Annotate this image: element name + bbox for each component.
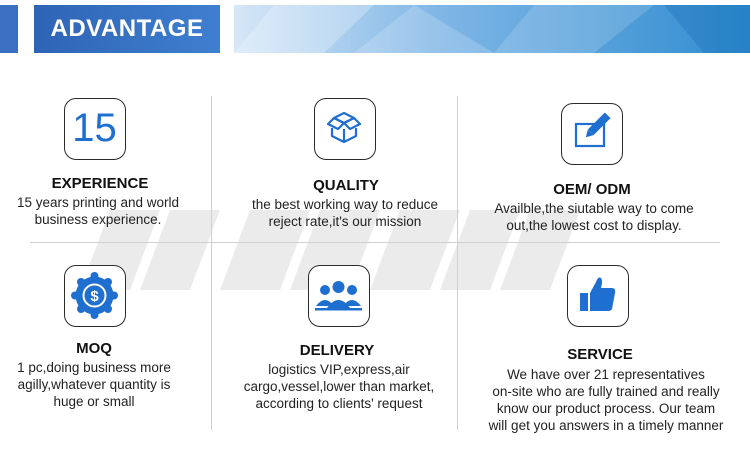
- banner-title-box: ADVANTAGE: [34, 5, 220, 53]
- oem-odm-title: OEM/ ODM: [553, 181, 631, 198]
- delivery-icon-box: [308, 265, 370, 327]
- service-icon-box: [567, 265, 629, 327]
- experience-title: EXPERIENCE: [51, 175, 149, 192]
- dollar-badge-icon: $: [71, 272, 118, 319]
- banner-left-accent: [0, 5, 18, 53]
- team-icon: [315, 281, 362, 311]
- oem-odm-description: Availble,the siutable way to come out,th…: [494, 201, 694, 233]
- experience-icon-box: 15: [64, 98, 126, 160]
- pencil-icon: [574, 112, 611, 148]
- moq-title: MOQ: [76, 340, 112, 357]
- delivery-title: DELIVERY: [299, 342, 375, 359]
- number-15-icon: 15: [72, 106, 117, 150]
- quality-icon-box: [314, 98, 376, 160]
- oem-icon-box: [561, 103, 623, 165]
- delivery-description: logistics VIP,express,air cargo,vessel,l…: [243, 362, 435, 411]
- thumbs-up-icon: [580, 277, 616, 311]
- divider-vertical: [211, 96, 212, 430]
- divider-vertical: [457, 96, 458, 430]
- banner-decoration: [234, 5, 750, 53]
- divider-horizontal: [30, 242, 720, 243]
- header-banner: ADVANTAGE: [0, 5, 750, 53]
- page-title: ADVANTAGE: [50, 15, 204, 42]
- svg-text:$: $: [90, 288, 99, 305]
- service-title: SERVICE: [567, 346, 633, 363]
- moq-description: 1 pc,doing business more agilly,whatever…: [17, 360, 171, 409]
- experience-description: 15 years printing and world business exp…: [16, 195, 180, 227]
- box-icon: [326, 111, 362, 144]
- quality-description: the best working way to reduce reject ra…: [251, 197, 439, 229]
- quality-title: QUALITY: [313, 177, 379, 194]
- service-description: We have over 21 representatives on-site …: [488, 367, 724, 433]
- moq-icon-box: $: [64, 265, 126, 327]
